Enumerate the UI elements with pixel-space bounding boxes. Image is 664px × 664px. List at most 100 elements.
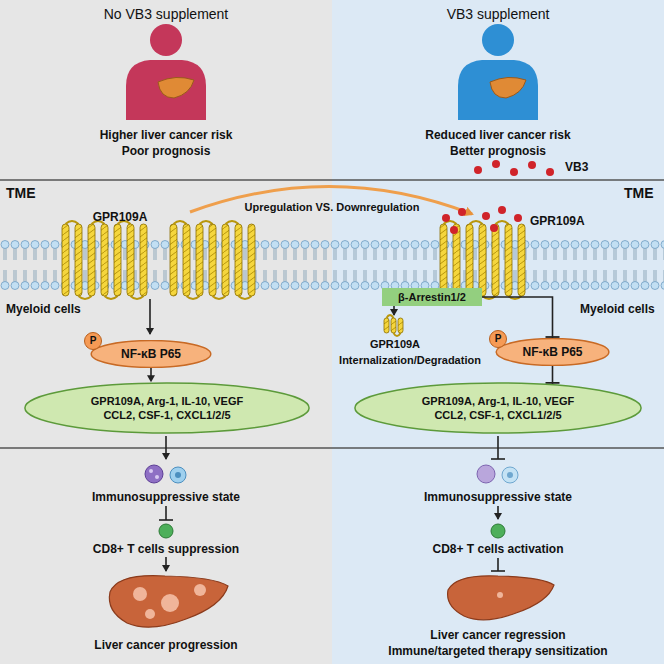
flow-arrow [165,436,167,459]
immune-cell [502,467,518,483]
gpr109a-receptor [183,224,190,296]
gpr109a-receptor [479,224,486,296]
immune-cell [477,465,495,483]
gpr109a-receptor [114,224,121,296]
ellipse-shape [496,339,609,366]
immune-cell [145,465,518,483]
liver-figure [497,592,503,598]
immune-cell [175,472,181,478]
flow-arrow [165,557,167,571]
gpr109a-receptor [88,224,95,296]
gpr109a-receptor [62,221,525,336]
vb3-molecule [442,214,450,222]
gpr109a-receptor [248,224,255,296]
connector-line [552,366,554,384]
person-figure [458,60,538,120]
gpr109a-receptor [391,318,396,333]
ellipse-outline [352,382,644,434]
phospho-mark: P [84,332,102,350]
inhibition-bar [546,336,560,338]
gpr109a-receptor [470,221,483,224]
gpr109a-receptor [127,224,134,296]
figure-label: Liver cancer regression [430,628,565,642]
figure-label: Internalization/Degradation [339,353,481,367]
flow-arrow [159,519,173,521]
flow-arrow [497,558,499,571]
gpr109a-receptor [496,221,509,224]
inhibition-bar [546,382,560,384]
panel-heading: No VB3 supplement [0,6,332,22]
gene-ellipse: GPR109A, Arg-1, IL-10, VEGFCCL2, CSF-1, … [22,382,312,434]
vb3-molecule [498,206,506,214]
vb3-molecule [492,160,500,168]
figure-label: Reduced liver cancer risk [425,128,570,142]
panel-heading: VB3 supplement [332,6,664,22]
ellipse-label: GPR109A, Arg-1, IL-10, VEGF [422,394,574,408]
flow-arrow [497,506,499,519]
cd8-t-cell [491,524,505,538]
gpr109a-receptor [79,296,92,299]
gpr109a-receptor [209,224,216,296]
nfkb-ellipse: PNF-κB P65 [495,338,610,366]
immune-cell [149,469,153,473]
figure-label: Immunosuppressive state [424,490,572,504]
connector-line [150,368,152,376]
gene-ellipse: GPR109A, Arg-1, IL-10, VEGFCCL2, CSF-1, … [352,382,644,434]
gpr109a-receptor [66,221,79,224]
figure-label: Immunosuppressive state [92,490,240,504]
arrow-head [147,375,155,382]
ellipse-shape [91,341,211,368]
gpr109a-receptor [131,296,144,299]
figure-label: VB3 [565,160,588,174]
gpr109a-receptor [101,224,108,296]
gpr109a-receptor [226,221,239,224]
flow-arrow [491,458,505,460]
connector [147,368,155,382]
person-figure [150,24,182,56]
vb3-molecule [514,214,522,222]
vb3-molecule [546,168,554,176]
immune-cell [155,475,159,479]
liver-figure [161,594,179,612]
cd8-t-cell [159,524,173,538]
flow-arrow [393,306,395,315]
vb3-molecule [490,224,498,232]
cell-membrane [0,240,664,290]
figure-label: Myeloid cells [580,302,655,316]
vb3-molecule [510,168,518,176]
flow-arrow [497,436,499,459]
ellipse-shape [355,383,641,433]
gpr109a-receptor [235,224,242,296]
figure-label: GPR109A [93,210,148,224]
panel-divider [0,180,664,448]
gpr109a-receptor [384,318,389,333]
ellipse-shape [25,383,309,433]
vb3-arc-arrow [190,186,472,214]
immune-cell [507,472,513,478]
figure-label: GPR109A [370,337,420,351]
ellipse-label: NF-κB P65 [522,345,582,359]
person-figure [158,77,194,98]
ellipse-label: CCL2, CSF-1, CXCL1/2/5 [434,408,561,422]
connector-line [482,297,553,338]
connector [546,366,560,384]
person-figure [126,60,206,120]
gpr109a-receptor [492,224,499,296]
immune-cell [170,467,186,483]
connector [482,297,560,338]
vb3-molecule [528,161,536,169]
person-figure [126,24,538,120]
gpr109a-receptor [440,224,447,296]
person-figure [490,77,526,98]
gpr109a-receptor [453,224,460,296]
gpr109a-receptor [75,224,82,296]
gpr109a-receptor [196,224,203,296]
liver-figure [109,576,228,628]
vb3-molecule [474,166,482,174]
gpr109a-receptor [239,296,252,299]
liver-figure [109,576,554,628]
panel-divider [0,447,664,449]
figure-label: CD8+ T cells activation [432,542,563,556]
figure-label: Liver cancer progression [94,638,237,652]
